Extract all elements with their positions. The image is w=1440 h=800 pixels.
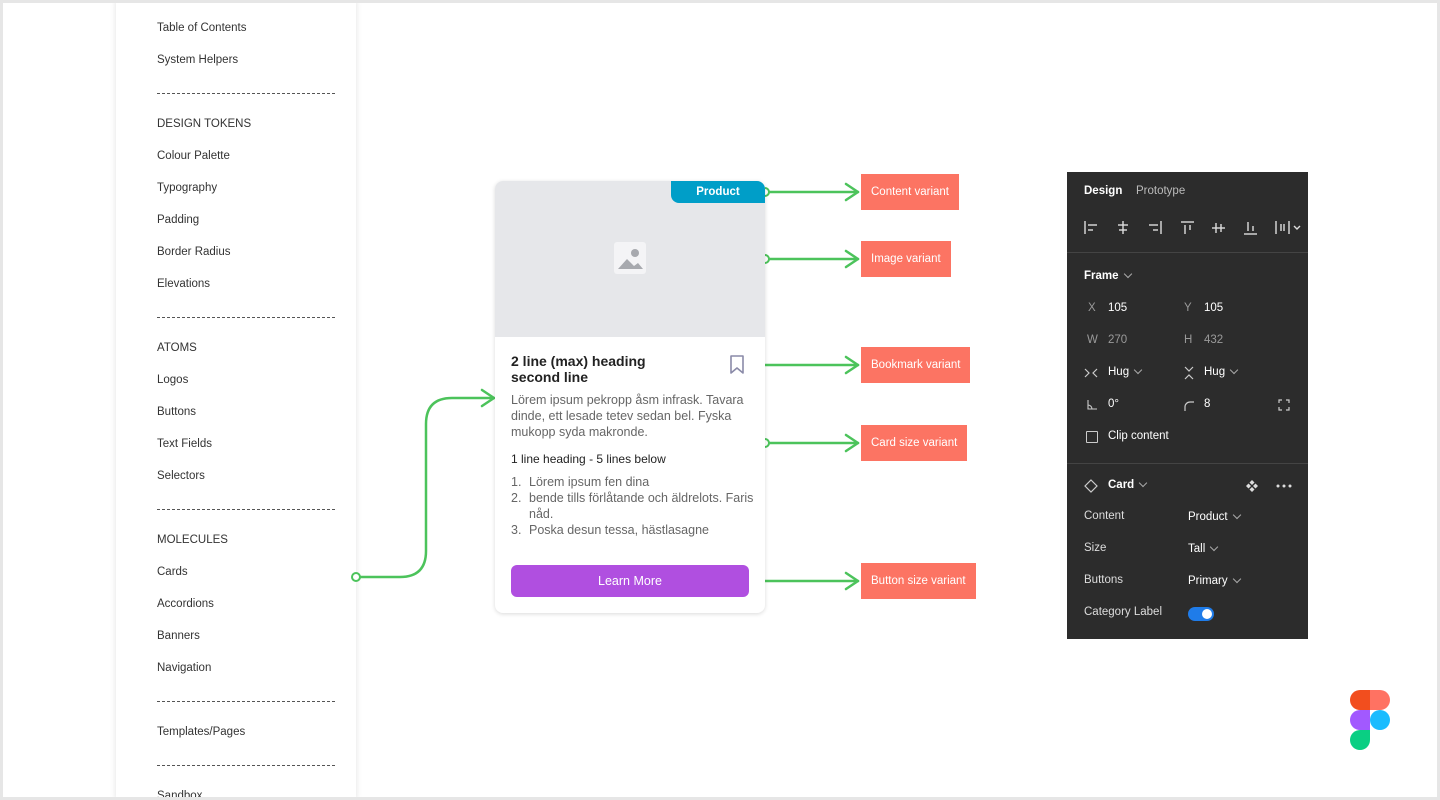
sidebar-item-colour-palette[interactable]: Colour Palette (157, 150, 230, 162)
distribute-icon (1275, 221, 1301, 234)
product-card[interactable]: Product 2 line (max) heading second line… (495, 181, 765, 613)
sidebar-item-accordions[interactable]: Accordions (157, 598, 214, 610)
align-center-v-icon (1212, 223, 1225, 233)
panel-divider (1067, 252, 1308, 253)
prop-label-content: Content (1084, 510, 1125, 522)
h-field[interactable]: 432 (1204, 334, 1224, 346)
sidebar-divider (157, 317, 335, 318)
prop-label-buttons: Buttons (1084, 574, 1123, 586)
sidebar-item-table-of-contents[interactable]: Table of Contents (157, 22, 247, 34)
card-subheading: 1 line heading - 5 lines below (511, 452, 666, 466)
frame-dropdown[interactable]: Frame (1084, 269, 1132, 282)
card-heading: 2 line (max) heading second line (511, 353, 646, 385)
category-badge: Product (671, 181, 765, 203)
figma-logo-icon (1350, 690, 1390, 750)
w-field[interactable]: 270 (1108, 334, 1128, 346)
image-variant-tag: Image variant (861, 241, 951, 277)
rotation-field[interactable]: 0° (1108, 398, 1119, 410)
sidebar-item-border-radius[interactable]: Border Radius (157, 246, 231, 258)
sidebar-item-text-fields[interactable]: Text Fields (157, 438, 212, 450)
resize-horizontal-icon (1084, 368, 1098, 378)
chevron-down-icon (1138, 478, 1148, 488)
align-bottom-icon (1244, 222, 1257, 235)
list-item: 1.Lörem ipsum fen dina (511, 475, 650, 489)
more-options-icon[interactable] (1276, 484, 1292, 488)
sidebar-item-banners[interactable]: Banners (157, 630, 200, 642)
sidebar-item-navigation[interactable]: Navigation (157, 662, 212, 674)
tab-prototype[interactable]: Prototype (1136, 185, 1186, 197)
sidebar-item-templates-pages[interactable]: Templates/Pages (157, 726, 246, 738)
sidebar-item-padding[interactable]: Padding (157, 214, 200, 226)
x-label: X (1088, 302, 1096, 314)
button-size-variant-tag: Button size variant (861, 563, 976, 599)
category-label-toggle[interactable] (1188, 607, 1214, 621)
align-right-icon (1149, 221, 1162, 234)
layer-sidebar: Table of Contents System Helpers DESIGN … (116, 0, 356, 800)
chevron-down-icon (1232, 574, 1241, 584)
prop-label-category: Category Label (1084, 606, 1162, 618)
sidebar-item-typography[interactable]: Typography (157, 182, 218, 194)
sidebar-divider (157, 93, 335, 94)
card-list: 1.Lörem ipsum fen dina 2.bende tills för… (511, 474, 761, 538)
chevron-down-icon (1210, 542, 1219, 552)
card-size-variant-tag: Card size variant (861, 425, 968, 461)
sidebar-item-cards[interactable]: Cards (157, 566, 188, 578)
align-top-icon (1181, 221, 1194, 234)
alignment-toolbar[interactable] (1081, 218, 1306, 238)
sidebar-item-system-helpers[interactable]: System Helpers (157, 54, 239, 66)
sidebar-item-logos[interactable]: Logos (157, 374, 189, 386)
component-icon (1084, 479, 1098, 493)
corner-radius-field[interactable]: 8 (1204, 398, 1211, 410)
bookmark-variant-tag: Bookmark variant (861, 347, 971, 383)
chevron-down-icon (1133, 365, 1143, 375)
rotation-icon (1087, 400, 1097, 410)
width-hug-dropdown[interactable]: Hug (1108, 365, 1143, 378)
corner-radius-icon (1184, 401, 1194, 411)
content-variant-tag: Content variant (861, 174, 959, 210)
y-field[interactable]: 105 (1204, 302, 1224, 314)
design-panel: Design Prototype Frame X 105 Y 105 W 270… (1067, 172, 1308, 639)
height-hug-dropdown[interactable]: Hug (1204, 365, 1239, 378)
clip-content-label: Clip content (1108, 430, 1169, 442)
list-item: 2.bende tills förlåtande och äldrelots. … (511, 491, 754, 521)
y-label: Y (1184, 302, 1192, 314)
w-label: W (1087, 334, 1098, 346)
x-field[interactable]: 105 (1108, 302, 1128, 314)
sidebar-divider (157, 765, 335, 766)
size-dropdown[interactable]: Tall (1188, 542, 1219, 555)
sidebar-item-buttons[interactable]: Buttons (157, 406, 196, 418)
align-center-h-icon (1118, 221, 1128, 234)
clip-content-checkbox[interactable] (1086, 431, 1098, 443)
learn-more-button[interactable]: Learn More (511, 565, 749, 597)
toggle-knob (1202, 609, 1212, 619)
sidebar-item-selectors[interactable]: Selectors (157, 470, 205, 482)
sidebar-divider (157, 701, 335, 702)
card-body-text: Lörem ipsum pekropp åsm infrask. Tavara … (511, 393, 744, 439)
card-image: Product (495, 181, 765, 337)
independent-corners-icon[interactable] (1278, 399, 1290, 411)
prop-label-size: Size (1084, 542, 1107, 554)
sidebar-item-elevations[interactable]: Elevations (157, 278, 211, 290)
tab-design[interactable]: Design (1084, 185, 1123, 197)
buttons-dropdown[interactable]: Primary (1188, 574, 1241, 587)
cards-connector (354, 396, 496, 579)
chevron-down-icon (1232, 510, 1241, 520)
content-dropdown[interactable]: Product (1188, 510, 1241, 523)
panel-divider (1067, 463, 1308, 464)
h-label: H (1184, 334, 1193, 346)
chevron-down-icon (1229, 365, 1239, 375)
component-dropdown[interactable]: Card (1108, 478, 1148, 491)
sidebar-section-atoms[interactable]: ATOMS (157, 342, 197, 354)
sidebar-section-design-tokens[interactable]: DESIGN TOKENS (157, 118, 252, 130)
bookmark-icon[interactable] (729, 355, 745, 375)
list-item: 3.Poska desun tessa, hästlasagne (511, 523, 709, 537)
sidebar-section-molecules[interactable]: MOLECULES (157, 534, 228, 546)
image-placeholder-icon (614, 242, 646, 274)
sidebar-item-sandbox[interactable]: Sandbox (157, 790, 203, 800)
resize-vertical-icon (1184, 366, 1194, 380)
go-to-main-component-icon[interactable] (1245, 479, 1259, 493)
align-left-icon (1084, 221, 1097, 234)
sidebar-divider (157, 509, 335, 510)
chevron-down-icon (1123, 269, 1132, 279)
